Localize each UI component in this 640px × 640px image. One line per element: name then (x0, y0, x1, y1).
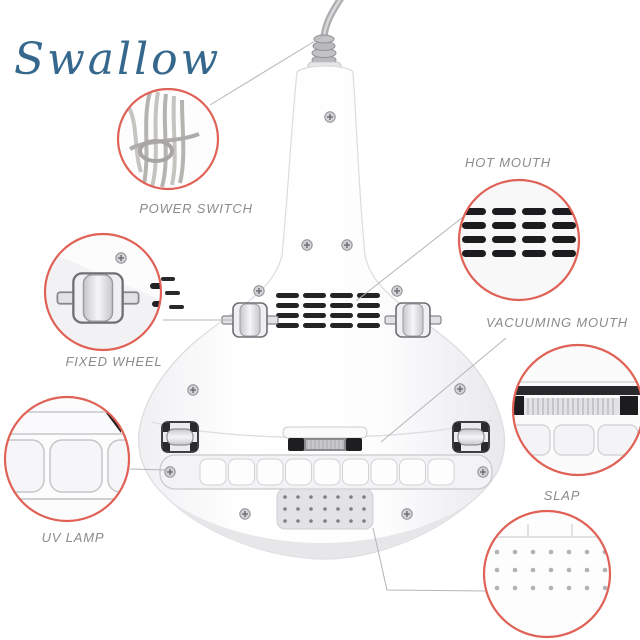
label-vacuuming-mouth: VACUUMING MOUTH (486, 315, 628, 330)
uv-lamp-strip (159, 454, 493, 490)
brand-logo: Swallow (14, 34, 221, 85)
label-hot-mouth: HOT MOUTH (465, 155, 551, 170)
callout-hot-mouth: HOT MOUTH (457, 155, 581, 302)
callout-ring-fixed-wheel (43, 232, 163, 352)
label-fixed-wheel: FIXED WHEEL (66, 354, 163, 369)
callout-power-switch: POWER SWITCH (116, 87, 253, 216)
power-cord (307, 0, 344, 74)
label-power-switch: POWER SWITCH (139, 201, 253, 216)
power-cord-closeup (126, 91, 200, 188)
wheel-rear-left (161, 421, 199, 453)
callout-ring-slap (482, 509, 612, 639)
leader-power-switch (209, 35, 324, 106)
vacuuming-mouth-closeup (513, 381, 640, 456)
leader-lines (129, 35, 507, 592)
uv-lamp-closeup (5, 408, 129, 500)
callout-ring-power-switch (116, 87, 220, 191)
side-vents (161, 277, 184, 309)
leader-slap (372, 527, 487, 592)
callout-ring-hot-mouth (457, 178, 581, 302)
callout-ring-uv-lamp (3, 395, 131, 523)
vacuum-product (137, 0, 506, 560)
callout-ring-vacuuming-mouth (511, 343, 640, 477)
label-uv-lamp: UV LAMP (42, 530, 105, 545)
leader-hot-mouth (355, 216, 464, 302)
bottom-rim-shadow (166, 496, 478, 559)
vacuum-mouth (282, 426, 368, 451)
leader-uv-lamp (129, 468, 168, 471)
callout-fixed-wheel: FIXED WHEEL (43, 232, 163, 369)
wheel-rear-right (452, 421, 490, 453)
air-vents (276, 293, 380, 328)
slap-closeup (488, 524, 610, 591)
hot-mouth-closeup (462, 208, 576, 257)
callout-uv-lamp: UV LAMP (3, 395, 131, 545)
label-slap: SLAP (544, 488, 580, 503)
leader-vacuuming-mouth (380, 337, 507, 443)
callout-slap: SLAP (482, 488, 612, 639)
callout-vacuuming-mouth: VACUUMING MOUTH (486, 315, 640, 477)
slap-pad (276, 488, 374, 530)
